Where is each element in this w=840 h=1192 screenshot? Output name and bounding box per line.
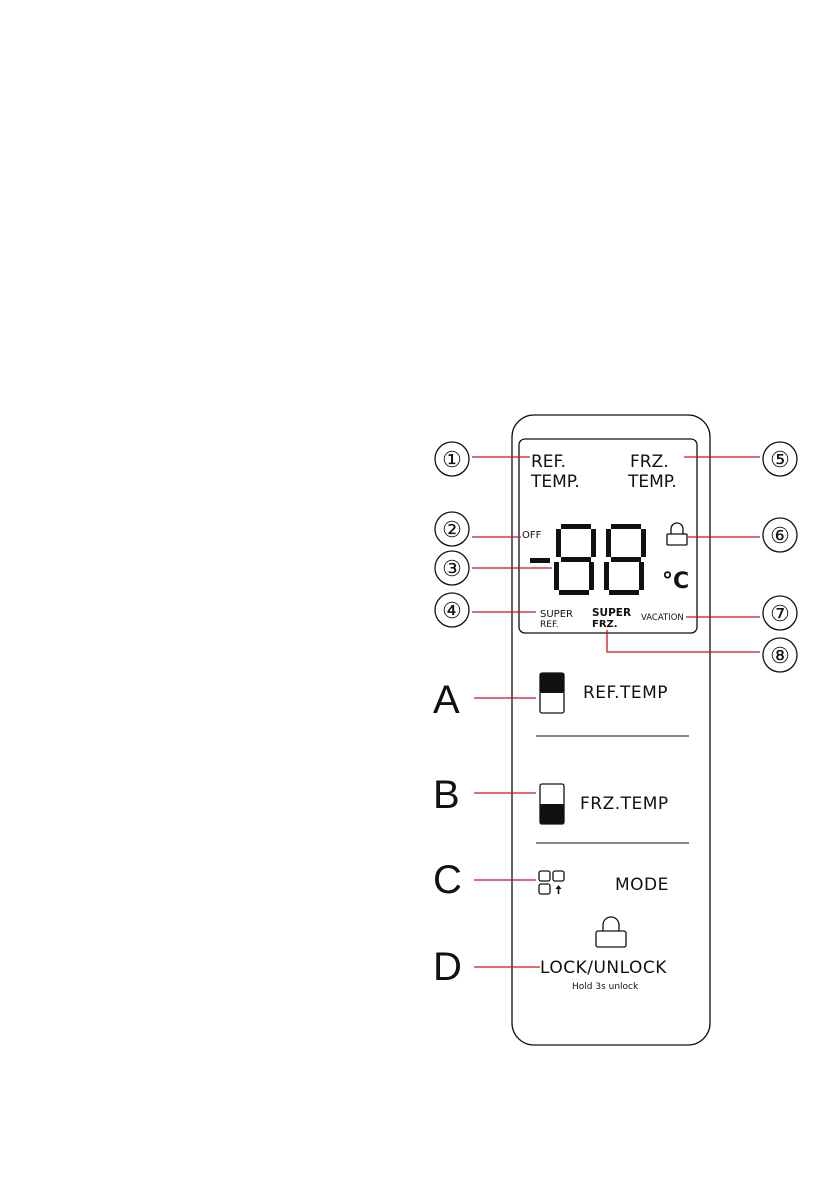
ref-temp-button-label: REF.TEMP [583, 683, 668, 703]
minus-segment [530, 558, 550, 563]
segment-lower-right [639, 562, 644, 590]
vacation-label: VACATION [641, 613, 684, 623]
digit-1 [554, 524, 596, 595]
callout-2: ② [442, 518, 462, 543]
super-frz-label-line2: FRZ. [592, 619, 618, 630]
callout-5: ⑤ [770, 448, 790, 473]
off-indicator: OFF [522, 530, 542, 541]
callout-6: ⑥ [770, 524, 790, 549]
lock-unlock-button-label: LOCK/UNLOCK [540, 958, 667, 978]
frz-temp-label-line2: TEMP. [627, 472, 677, 492]
segment-bottom [559, 590, 589, 595]
callout-7: ⑦ [770, 602, 790, 627]
mode-button[interactable]: C MODE [433, 858, 669, 902]
segment-upper-right [641, 529, 646, 557]
mode-button-label: MODE [615, 875, 669, 895]
segment-middle [561, 557, 591, 562]
super-ref-label-line1: SUPER [540, 609, 573, 620]
padlock-icon [596, 917, 626, 947]
frz-temp-button-label: FRZ.TEMP [580, 794, 669, 814]
callout-1: ① [442, 448, 462, 473]
button-letter-a: A [433, 678, 460, 722]
frz-temp-label-line1: FRZ. [630, 452, 669, 472]
segment-upper-left [606, 529, 611, 557]
seven-segment-readout [530, 524, 646, 595]
frz-temp-button[interactable]: B FRZ.TEMP [433, 773, 669, 824]
lock-status-icon [667, 523, 687, 545]
digit-2 [604, 524, 646, 595]
super-ref-label-line2: REF. [540, 620, 559, 630]
segment-lower-left [604, 562, 609, 590]
button-letter-d: D [433, 945, 462, 989]
segment-top [561, 524, 591, 529]
lock-unlock-button[interactable]: D LOCK/UNLOCK Hold 3s unlock [433, 917, 667, 992]
button-letter-c: C [433, 858, 462, 902]
segment-middle [611, 557, 641, 562]
segment-bottom [609, 590, 639, 595]
half-filled-bottom-rectangle-icon [540, 784, 564, 824]
celsius-unit: °C [662, 569, 689, 594]
hold-unlock-hint: Hold 3s unlock [572, 982, 639, 992]
callout-4: ④ [442, 599, 462, 624]
control-panel-body [512, 415, 710, 1045]
ref-temp-button[interactable]: A REF.TEMP [433, 673, 668, 722]
segment-top [611, 524, 641, 529]
ref-temp-label-line1: REF. [531, 452, 566, 472]
segment-lower-right [589, 562, 594, 590]
segment-upper-left [556, 529, 561, 557]
half-filled-top-rectangle-icon [540, 673, 564, 713]
segment-upper-right [591, 529, 596, 557]
mode-squares-icon [539, 871, 564, 894]
callout-3: ③ [442, 557, 462, 582]
button-letter-b: B [433, 773, 460, 817]
super-frz-label-line1: SUPER [592, 607, 631, 619]
ref-temp-label-line2: TEMP. [530, 472, 580, 492]
callout-8: ⑧ [770, 644, 790, 669]
segment-lower-left [554, 562, 559, 590]
